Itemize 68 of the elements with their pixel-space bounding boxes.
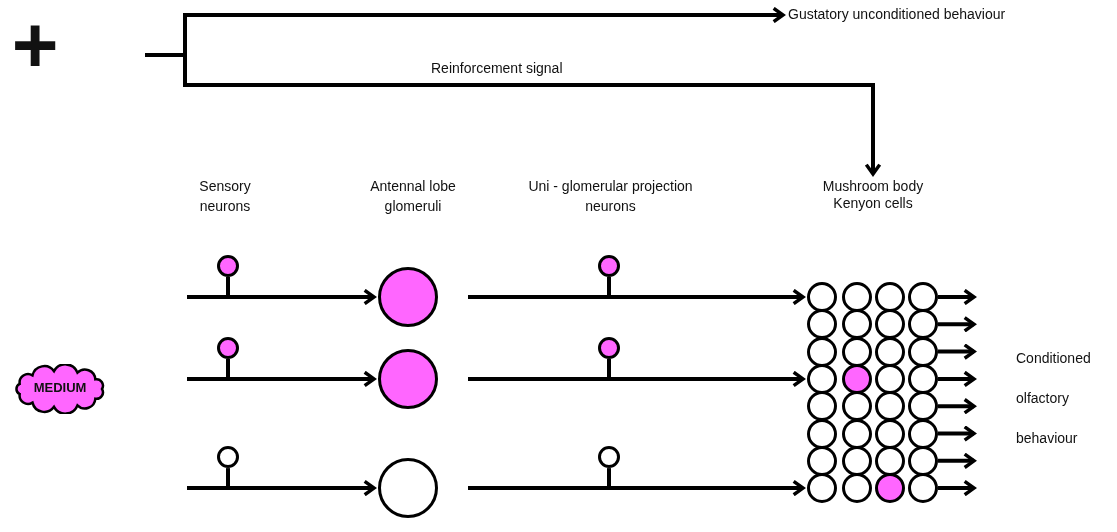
- kenyon-cell-circle: [908, 418, 938, 449]
- kenyon-cell-circle: [807, 473, 837, 504]
- arrow: [145, 53, 882, 176]
- kenyon-cell-circle: [875, 336, 905, 367]
- kenyon-cell-circle: [842, 473, 872, 504]
- arrow: [938, 288, 976, 306]
- cloud-label: MEDIUM: [32, 380, 88, 395]
- arrow: [938, 479, 976, 497]
- arrow: [468, 288, 805, 306]
- kenyon-cell-circle: [842, 282, 872, 312]
- kenyon-cell-circle: [842, 445, 872, 476]
- kenyon-cell-circle: [908, 391, 938, 422]
- stem-line: [607, 358, 611, 379]
- stem-line: [226, 277, 230, 297]
- kenyon-cell-circle: [842, 391, 872, 422]
- receptor-circle: [217, 255, 239, 277]
- kenyon-cell-circle: [908, 282, 938, 312]
- neuron-terminal-circle: [598, 255, 620, 277]
- kenyon-cell-circle: [807, 309, 837, 340]
- column-heading: Sensory neurons: [198, 177, 252, 216]
- stem-line: [226, 468, 230, 489]
- stem-line: [607, 277, 611, 297]
- arrow: [938, 370, 976, 388]
- receptor-circle: [217, 446, 239, 469]
- kenyon-cell-circle: [842, 363, 872, 394]
- kenyon-cell-circle: [807, 418, 837, 449]
- kenyon-cells-heading: Mushroom body Kenyon cells: [808, 178, 938, 214]
- kenyon-cell-circle: [807, 391, 837, 422]
- kenyon-cell-circle: [875, 418, 905, 449]
- kenyon-cell-circle: [908, 336, 938, 367]
- kenyon-cell-circle: [875, 391, 905, 422]
- arrow: [187, 479, 376, 497]
- kenyon-cell-circle: [807, 282, 837, 312]
- neuron-terminal-circle: [598, 336, 620, 359]
- arrow: [938, 397, 976, 415]
- glomerulus-circle: [378, 267, 438, 327]
- stem-line: [226, 358, 230, 379]
- arrow: [468, 370, 805, 388]
- plus-sign: +: [10, 5, 60, 85]
- kenyon-cell-circle: [807, 363, 837, 394]
- output-label: Gustatory unconditioned behaviour: [788, 6, 1068, 26]
- kenyon-cell-circle: [842, 418, 872, 449]
- kenyon-cell-circle: [908, 473, 938, 504]
- kenyon-cell-circle: [908, 363, 938, 394]
- kenyon-cell-circle: [807, 336, 837, 367]
- kenyon-cell-circle: [875, 282, 905, 312]
- arrow: [938, 343, 976, 360]
- arrow: [187, 288, 376, 306]
- stem-line: [607, 468, 611, 489]
- kenyon-cell-circle: [875, 473, 905, 504]
- column-heading: Uni - glomerular projection neurons: [528, 177, 693, 216]
- arrow: [938, 315, 976, 333]
- kenyon-cell-circle: [875, 363, 905, 394]
- arrow: [938, 425, 976, 442]
- kenyon-cell-circle: [908, 445, 938, 476]
- neuron-terminal-circle: [598, 446, 620, 469]
- kenyon-cell-circle: [875, 309, 905, 340]
- kenyon-cell-circle: [842, 336, 872, 367]
- kenyon-cell-circle: [807, 445, 837, 476]
- arrow: [187, 370, 376, 388]
- output-label: Conditioned olfactory behaviour: [1016, 349, 1092, 448]
- arrow: [938, 452, 976, 470]
- kenyon-cell-circle: [908, 309, 938, 340]
- kenyon-cell-circle: [875, 445, 905, 476]
- kenyon-cell-circle: [842, 309, 872, 340]
- receptor-circle: [217, 336, 239, 359]
- arrow: [468, 479, 805, 497]
- column-heading: Antennal lobe glomeruli: [369, 177, 457, 216]
